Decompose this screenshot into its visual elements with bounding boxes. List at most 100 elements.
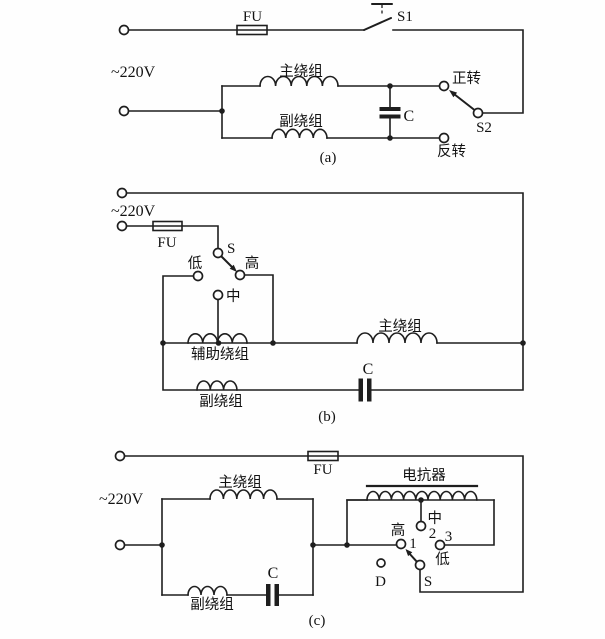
- supply-terminal: [118, 24, 130, 36]
- wire: [392, 29, 524, 114]
- wire: [346, 499, 368, 546]
- caption-b: (b): [318, 409, 336, 425]
- switch-s-label: S: [227, 241, 235, 257]
- mid-label: 中: [428, 510, 443, 527]
- tap1-label: 1: [409, 536, 417, 552]
- sub-winding-label: 副绕组: [190, 596, 234, 613]
- main-winding-label: 主绕组: [378, 318, 422, 335]
- junction-dot: [270, 340, 276, 346]
- low-contact: [434, 539, 446, 551]
- supply-terminal: [116, 187, 128, 199]
- supply-terminal: [114, 539, 126, 551]
- circuit-b: ~220V FU S 低 高 中 辅助绕组 主绕组 副绕组 C: [111, 187, 526, 425]
- wire: [243, 274, 274, 344]
- junction-dot: [219, 108, 225, 114]
- switch-s-label: S: [424, 574, 432, 590]
- low-label: 低: [188, 255, 203, 272]
- reverse-contact: [438, 132, 450, 144]
- sub-winding-coil: [196, 380, 238, 391]
- park-label: D: [375, 574, 386, 590]
- caption-c: (c): [309, 613, 326, 629]
- capacitor-plate: [367, 378, 372, 402]
- main-winding-coil: [209, 489, 278, 500]
- junction-dot: [159, 542, 165, 548]
- switch-s-blade: [220, 255, 233, 268]
- high-label: 高: [245, 255, 260, 272]
- tap3-label: 3: [445, 529, 453, 545]
- fuse-label: FU: [157, 235, 176, 251]
- main-winding-coil: [356, 332, 438, 344]
- sub-winding-coil: [187, 585, 228, 596]
- fuse-symbol: [152, 220, 183, 232]
- fuse-symbol: [236, 24, 268, 36]
- aux-winding-coil: [271, 128, 328, 139]
- wire: [162, 342, 360, 391]
- junction-dot: [344, 542, 350, 548]
- auxiliary-winding-label: 辅助绕组: [191, 346, 249, 363]
- circuit-a: FU S1 ~220V 主绕组 副绕组 C 正转 反转 S2: [111, 3, 524, 166]
- switch-s2-label: S2: [476, 120, 492, 136]
- capacitor-plate: [358, 378, 363, 402]
- capacitor-label: C: [404, 108, 415, 125]
- wire: [125, 225, 219, 250]
- fuse-label: FU: [243, 9, 262, 25]
- main-winding-coil: [259, 75, 339, 87]
- switch-s1-label: S1: [397, 9, 413, 25]
- low-label: 低: [435, 551, 450, 568]
- fuse-label: FU: [313, 462, 332, 478]
- capacitor-label: C: [268, 565, 279, 582]
- mid-label: 中: [226, 288, 241, 305]
- park-contact: [376, 558, 386, 568]
- switch-s2-arrowhead: [449, 90, 458, 98]
- capacitor-plate: [379, 114, 401, 119]
- voltage-label: ~220V: [111, 203, 156, 220]
- capacitor-plate: [379, 107, 401, 111]
- junction-dot: [418, 497, 424, 503]
- aux-winding-label: 副绕组: [279, 113, 323, 130]
- switch-s2-pivot-contact: [472, 107, 484, 119]
- forward-label: 正转: [452, 70, 481, 87]
- wire: [443, 499, 495, 546]
- high-label: 高: [391, 522, 406, 539]
- switch-s-arrowhead: [405, 549, 413, 557]
- reactor-coil: [366, 490, 478, 501]
- reactor-label: 电抗器: [402, 467, 446, 484]
- fuse-symbol: [307, 450, 339, 462]
- supply-terminal: [118, 105, 130, 117]
- tap2-label: 2: [429, 526, 437, 542]
- switch-s-pivot-contact: [414, 559, 426, 571]
- circuit-c: FU ~220V 主绕组 副绕组 C 电抗器 中 2 高 1 3: [99, 450, 524, 629]
- switch-s-pivot-contact: [212, 247, 224, 259]
- junction-dot: [387, 83, 393, 89]
- switch-s2-blade: [453, 93, 476, 111]
- voltage-label: ~220V: [99, 491, 144, 508]
- junction-dot: [215, 340, 222, 346]
- high-contact: [395, 538, 407, 550]
- main-winding-label: 主绕组: [218, 474, 262, 491]
- forward-contact: [438, 80, 450, 92]
- wire: [162, 275, 195, 344]
- mid-contact: [212, 289, 224, 301]
- voltage-label: ~220V: [111, 64, 156, 81]
- switch-s-arrowhead: [229, 264, 237, 272]
- capacitor-plate: [274, 584, 279, 606]
- wire: [123, 455, 524, 593]
- junction-dot: [520, 340, 526, 346]
- main-winding-label: 主绕组: [279, 63, 323, 80]
- capacitor-label: C: [363, 361, 374, 378]
- caption-a: (a): [320, 150, 337, 166]
- capacitor-plate: [266, 584, 271, 606]
- junction-dot: [310, 542, 316, 548]
- sub-winding-label: 副绕组: [199, 393, 243, 410]
- supply-terminal: [116, 220, 128, 232]
- supply-terminal: [114, 450, 126, 462]
- junction-dot: [160, 340, 166, 346]
- reverse-label: 反转: [437, 143, 466, 160]
- wire: [125, 192, 524, 391]
- junction-dot: [387, 135, 393, 141]
- mid-contact: [415, 520, 427, 532]
- high-contact: [234, 269, 246, 281]
- switch-s1-blade: [363, 17, 392, 31]
